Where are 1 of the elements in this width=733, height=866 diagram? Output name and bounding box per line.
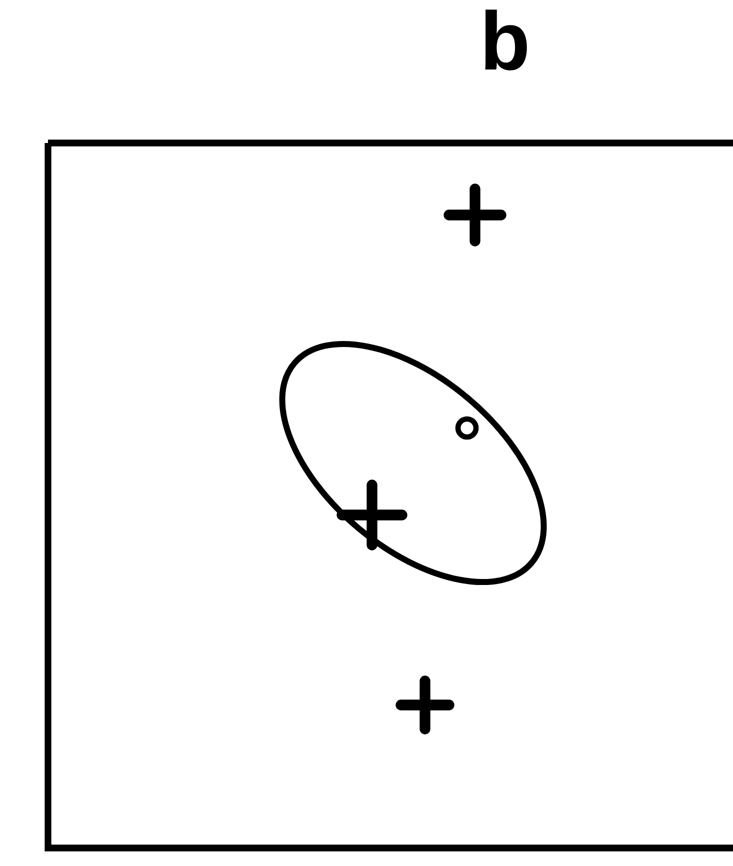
panel-letter: b: [485, 10, 527, 70]
